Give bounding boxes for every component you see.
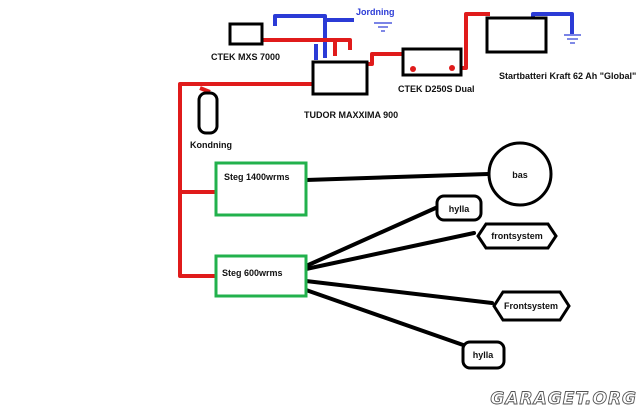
tudor-battery-box	[311, 60, 369, 96]
label-hylla-bottom: hylla	[473, 350, 495, 360]
label-ctek-dual: CTEK D250S Dual	[398, 84, 475, 94]
frontsystem-small-speaker	[476, 222, 558, 250]
ctek-dual-box	[401, 47, 463, 77]
label-steg1: Steg 1400wrms	[224, 172, 290, 182]
bas-subwoofer	[487, 141, 553, 207]
label-startbatteri: Startbatteri Kraft 62 Ah "Global"	[499, 71, 636, 81]
positive-wire-main-feed	[178, 82, 312, 278]
speaker-wire-hylla-bottom	[304, 288, 468, 348]
label-bas: bas	[512, 170, 528, 180]
label-steg2: Steg 600wrms	[222, 268, 283, 278]
label-jordning: Jordning	[356, 7, 395, 17]
garaget-watermark: GARAGET.ORG	[490, 389, 637, 409]
speaker-wires	[304, 172, 494, 348]
label-hylla-top: hylla	[449, 204, 471, 214]
label-kondning: Kondning	[190, 140, 232, 150]
hylla-bottom-speaker	[461, 340, 506, 370]
watermark-text: GARAGET.ORG	[490, 389, 637, 409]
amp-steg1-box	[214, 161, 308, 217]
positive-wire-mxs-link	[335, 38, 352, 50]
label-frontsystem-big: Frontsystem	[504, 301, 558, 311]
speaker-wire-frontsystem-small	[304, 231, 476, 271]
ground-wire-mxs	[273, 14, 327, 58]
frontsystem-big-speaker	[492, 290, 571, 322]
positive-wire-tudor-dual	[366, 52, 402, 66]
startbatteri-box	[485, 16, 548, 54]
positive-wires	[178, 12, 490, 278]
label-tudor: TUDOR MAXXIMA 900	[304, 110, 398, 120]
positive-wire-kondning	[199, 86, 211, 94]
terminal-dual-positive	[449, 65, 455, 71]
speaker-wire-frontsystem-big	[304, 279, 494, 305]
kondning-capacitor	[197, 91, 219, 135]
label-ctek-mxs: CTEK MXS 7000	[211, 52, 280, 62]
amp-steg2-box	[214, 254, 308, 298]
label-frontsystem-small: frontsystem	[491, 231, 543, 241]
ctek-mxs-box	[228, 22, 264, 46]
speaker-wire-hylla-top	[304, 204, 442, 268]
ground-symbols	[374, 22, 581, 44]
hylla-top-speaker	[435, 194, 483, 222]
terminal-dual-negative	[410, 66, 416, 72]
speaker-wire-bas	[304, 172, 490, 182]
